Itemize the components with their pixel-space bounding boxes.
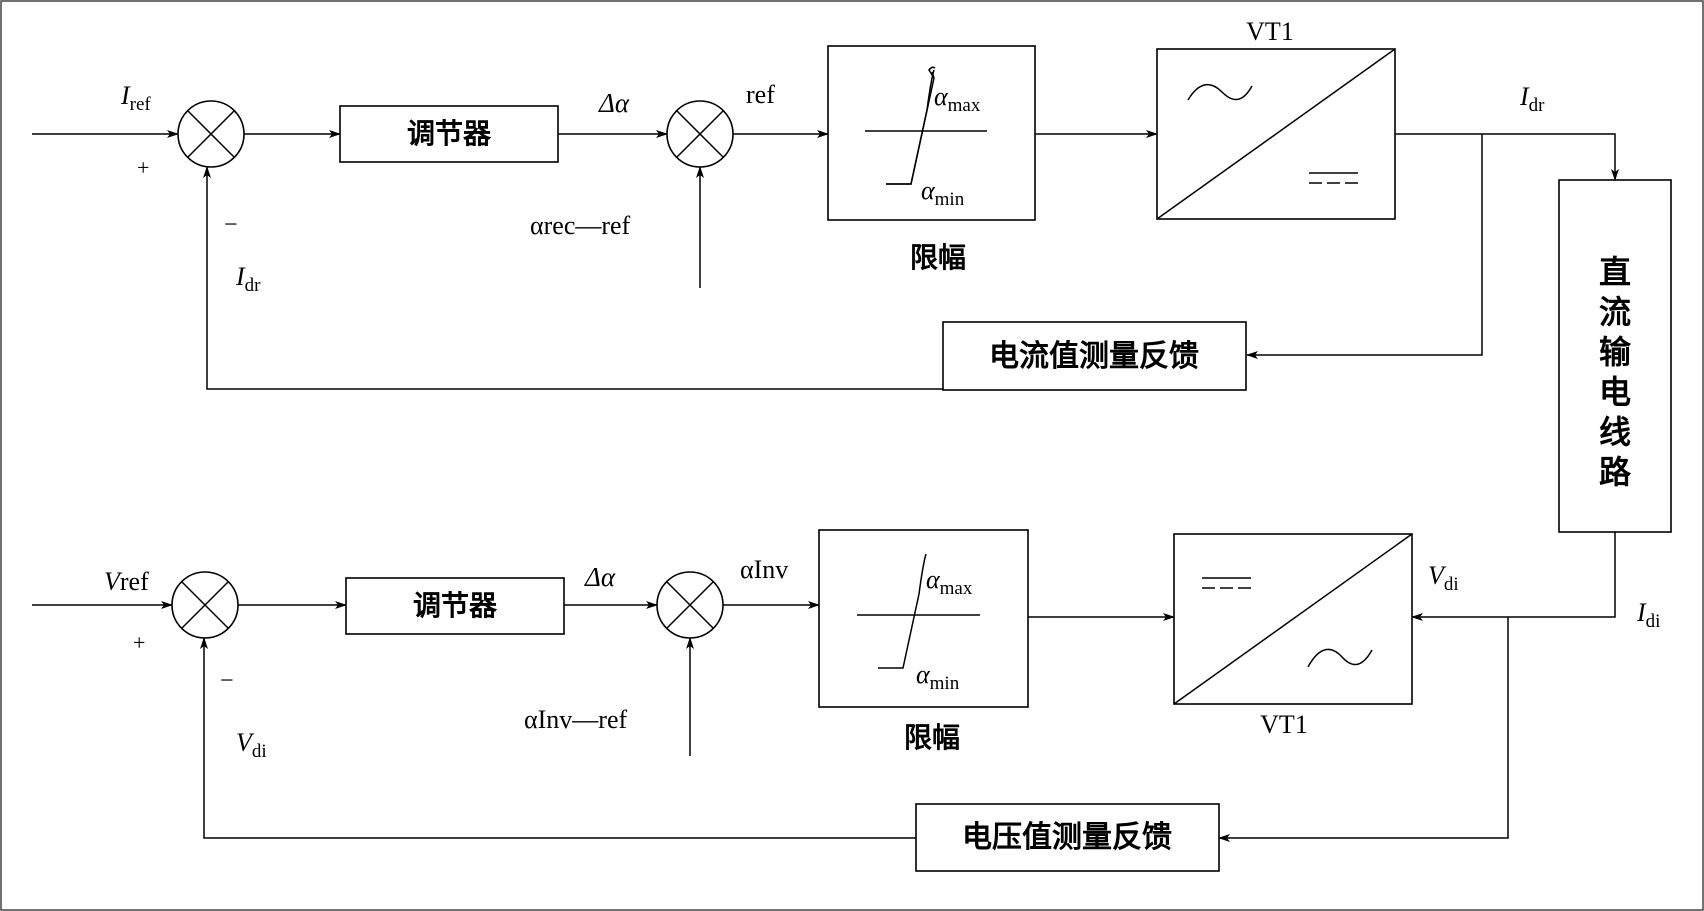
bottom-limiter-caption: 限幅	[904, 721, 960, 754]
top-ref-label: ref	[746, 80, 775, 109]
bottom-feedback-tap-line	[1218, 617, 1509, 842]
top-output-label: Idr	[1519, 82, 1545, 116]
bottom-limiter-min-label: αmin	[916, 660, 960, 694]
top-regulator-label: 调节器	[407, 117, 492, 150]
dc-line-char-3: 输	[1599, 333, 1632, 371]
bottom-converter-vt1	[1173, 533, 1413, 705]
dc-line-char-5: 线	[1599, 413, 1631, 451]
dc-line-char-4: 电	[1599, 373, 1631, 411]
bottom-converter-label: VT1	[1260, 710, 1308, 739]
bottom-delta-alpha-label: Δα	[584, 562, 616, 592]
dc-line-char-1: 直	[1599, 253, 1631, 291]
bottom-ref-input-label: αInv—ref	[524, 705, 627, 734]
bottom-limiter-block	[818, 529, 1029, 708]
bottom-minus-sign: −	[220, 668, 234, 694]
bottom-voltage-label: Vdi	[1428, 561, 1459, 595]
top-ref-input-label: αrec—ref	[530, 211, 631, 240]
top-summing-junction-2	[666, 100, 734, 168]
dc-line-char-2: 流	[1599, 293, 1631, 331]
top-ac-symbol-icon	[1187, 84, 1253, 101]
top-output-line	[1395, 133, 1619, 181]
dc-transmission-line: 直 流 输 电 线 路	[1558, 179, 1672, 533]
bottom-ref-label: αInv	[740, 555, 788, 584]
top-feedback-label: Idr	[235, 262, 261, 296]
top-limiter-min-label: αmin	[921, 176, 965, 210]
top-feedback-return-line	[203, 166, 943, 390]
top-input-label: Iref	[120, 81, 151, 115]
top-delta-alpha-label: Δα	[598, 88, 630, 118]
bottom-feedback-label: Vdi	[236, 728, 267, 762]
bottom-current-label: Idi	[1636, 598, 1660, 632]
current-control-loop: Iref + − Idr 调节器 Δα αrec—ref ref	[32, 17, 1619, 391]
bottom-limiter-max-label: αmax	[926, 565, 973, 599]
bottom-plus-sign: +	[133, 630, 145, 655]
top-summing-junction-1	[177, 100, 245, 168]
top-converter-label: VT1	[1246, 17, 1294, 46]
top-limiter-max-label: αmax	[934, 82, 981, 116]
bottom-dc-input-line	[1411, 532, 1616, 621]
top-minus-sign: −	[224, 212, 238, 238]
top-converter-vt1	[1156, 48, 1396, 220]
bottom-ac-symbol-icon	[1307, 648, 1373, 668]
bottom-regulator-label: 调节器	[413, 589, 498, 622]
top-regulator-box	[339, 105, 559, 163]
bottom-summing-junction-1	[171, 571, 239, 639]
top-limiter-caption: 限幅	[910, 241, 966, 274]
bottom-feedback-return-line	[200, 637, 916, 839]
top-plus-sign: +	[137, 155, 149, 180]
bottom-measurement-label: 电压值测量反馈	[962, 820, 1172, 855]
top-measurement-label: 电流值测量反馈	[989, 339, 1199, 374]
bottom-regulator-box	[345, 577, 565, 635]
voltage-control-loop: Vref + − Vdi 调节器 Δα αInv—ref αInv	[32, 529, 1660, 872]
top-feedback-tap-line	[1246, 134, 1483, 359]
top-measurement-box	[942, 321, 1247, 391]
top-limiter-block	[827, 45, 1036, 221]
dc-line-char-6: 路	[1599, 453, 1632, 491]
bottom-measurement-box	[915, 803, 1220, 872]
bottom-input-label: Vref	[104, 567, 149, 596]
bottom-summing-junction-2	[656, 571, 724, 639]
dc-line-box	[1558, 179, 1672, 533]
